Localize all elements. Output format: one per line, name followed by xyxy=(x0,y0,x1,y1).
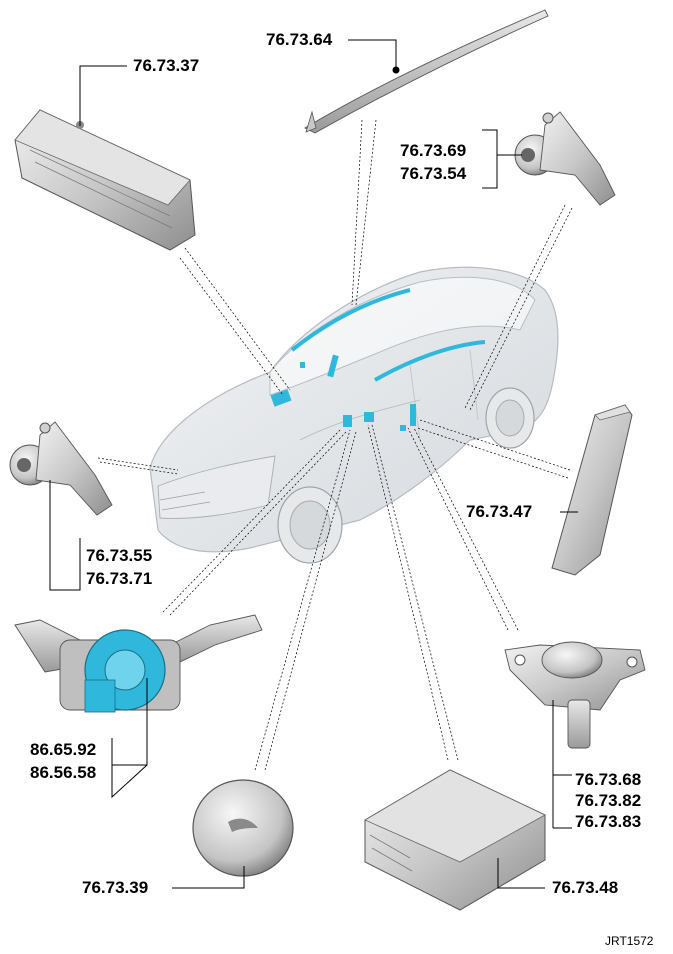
side-sensor-right-drawing xyxy=(514,111,616,206)
label-seat-airbag: 76.73.47 xyxy=(466,502,533,521)
impact-sensor-drawing xyxy=(504,641,646,749)
figure-reference: JRT1572 xyxy=(605,934,654,948)
label-sensor-left-b: 76.73.71 xyxy=(86,569,153,588)
label-impact-sensor-a: 76.73.68 xyxy=(575,770,642,789)
pointer-lines xyxy=(97,119,573,771)
side-sensor-left-drawing xyxy=(9,421,113,516)
sdm-module-drawing xyxy=(14,109,196,251)
control-module-drawing xyxy=(364,769,546,911)
vehicle-outline xyxy=(149,266,559,564)
label-sdm: 76.73.37 xyxy=(133,56,200,75)
label-driver-airbag: 76.73.39 xyxy=(82,878,149,897)
label-sensor-right-b: 76.73.54 xyxy=(400,164,467,183)
label-curtain-airbag: 76.73.64 xyxy=(266,30,333,49)
label-impact-sensor-b: 76.73.82 xyxy=(575,791,642,810)
label-control-module: 76.73.48 xyxy=(552,878,619,897)
clockspring-drawing xyxy=(14,614,263,713)
seat-airbag-drawing xyxy=(551,404,633,576)
label-impact-sensor-c: 76.73.83 xyxy=(575,812,642,831)
label-sensor-left-a: 76.73.55 xyxy=(86,546,153,565)
label-sensor-right-a: 76.73.69 xyxy=(400,141,467,160)
callout-lines xyxy=(49,39,578,889)
curtain-airbag-drawing xyxy=(304,9,549,134)
label-clockspring-b: 86.56.58 xyxy=(30,763,97,782)
label-clockspring-a: 86.65.92 xyxy=(30,740,97,759)
driver-airbag-drawing xyxy=(192,779,294,877)
